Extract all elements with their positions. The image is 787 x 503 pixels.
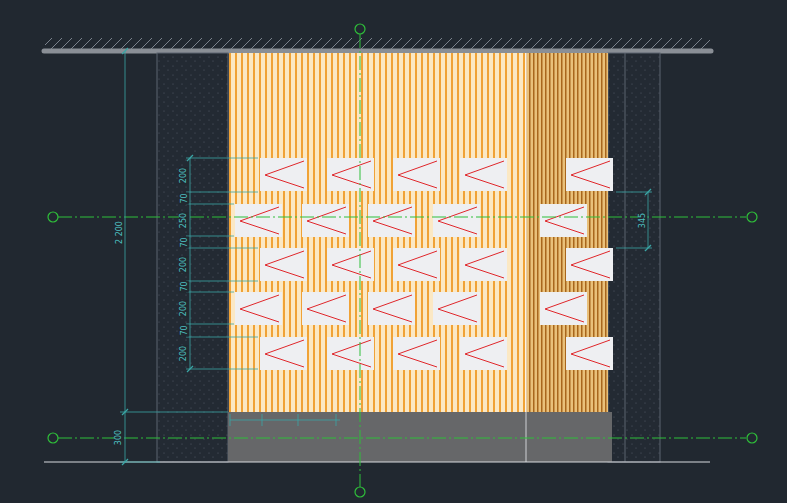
dimension-label: 300 bbox=[115, 428, 124, 445]
dimension-label: 200 bbox=[180, 299, 189, 316]
dimension-label: 200 bbox=[180, 166, 189, 183]
dimension-label: 200 bbox=[180, 344, 189, 361]
dimension-label: 2 200 bbox=[115, 220, 124, 245]
dimension-label: 345 bbox=[639, 211, 648, 228]
dimension-label: 200 bbox=[180, 255, 189, 272]
dimension-label: 70 bbox=[180, 280, 189, 292]
dimension-label: 250 bbox=[180, 211, 189, 228]
dimension-label: 70 bbox=[180, 324, 189, 336]
dimension-label: 70 bbox=[180, 236, 189, 248]
dimension-label: 70 bbox=[180, 192, 189, 204]
